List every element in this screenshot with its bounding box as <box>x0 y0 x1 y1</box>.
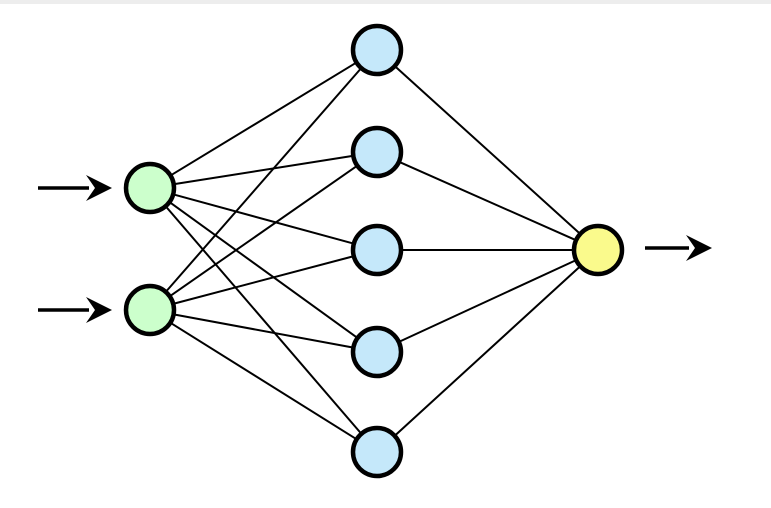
edge-i1-to-h3 <box>174 193 353 245</box>
edge-h2-to-o1 <box>399 161 576 241</box>
edge-h5-to-o1 <box>395 266 580 436</box>
input-arrow-1-head <box>86 175 112 201</box>
edges-group <box>165 62 580 440</box>
edge-i1-to-h5 <box>165 206 362 434</box>
arrows-group <box>38 175 712 323</box>
input-arrow-2-head <box>86 297 112 323</box>
output-node-1[interactable] <box>571 223 625 277</box>
edge-i2-to-h1 <box>165 68 362 292</box>
edge-h1-to-o1 <box>395 66 580 234</box>
hidden-node-4[interactable] <box>350 325 404 379</box>
nodes-group <box>123 23 625 479</box>
input-arrow-2 <box>38 297 112 323</box>
edge-i1-to-h4 <box>169 202 358 338</box>
top-gray-strip <box>0 0 771 4</box>
hidden-node-2[interactable] <box>350 125 404 179</box>
edge-i2-to-h5 <box>170 322 357 440</box>
input-node-2[interactable] <box>123 283 177 337</box>
input-arrow-1 <box>38 175 112 201</box>
edge-i1-to-h1 <box>171 62 356 176</box>
input-node-1[interactable] <box>123 161 177 215</box>
edge-i2-to-h4 <box>174 313 353 349</box>
hidden-node-1[interactable] <box>350 23 404 77</box>
output-arrow-1-head <box>686 235 712 261</box>
hidden-node-3[interactable] <box>350 223 404 277</box>
edge-i1-to-h2 <box>174 154 353 186</box>
output-arrow-1 <box>645 235 712 261</box>
edge-h4-to-o1 <box>399 259 576 343</box>
edge-i2-to-h2 <box>170 165 357 297</box>
edge-i2-to-h3 <box>174 255 353 305</box>
hidden-node-5[interactable] <box>350 425 404 479</box>
